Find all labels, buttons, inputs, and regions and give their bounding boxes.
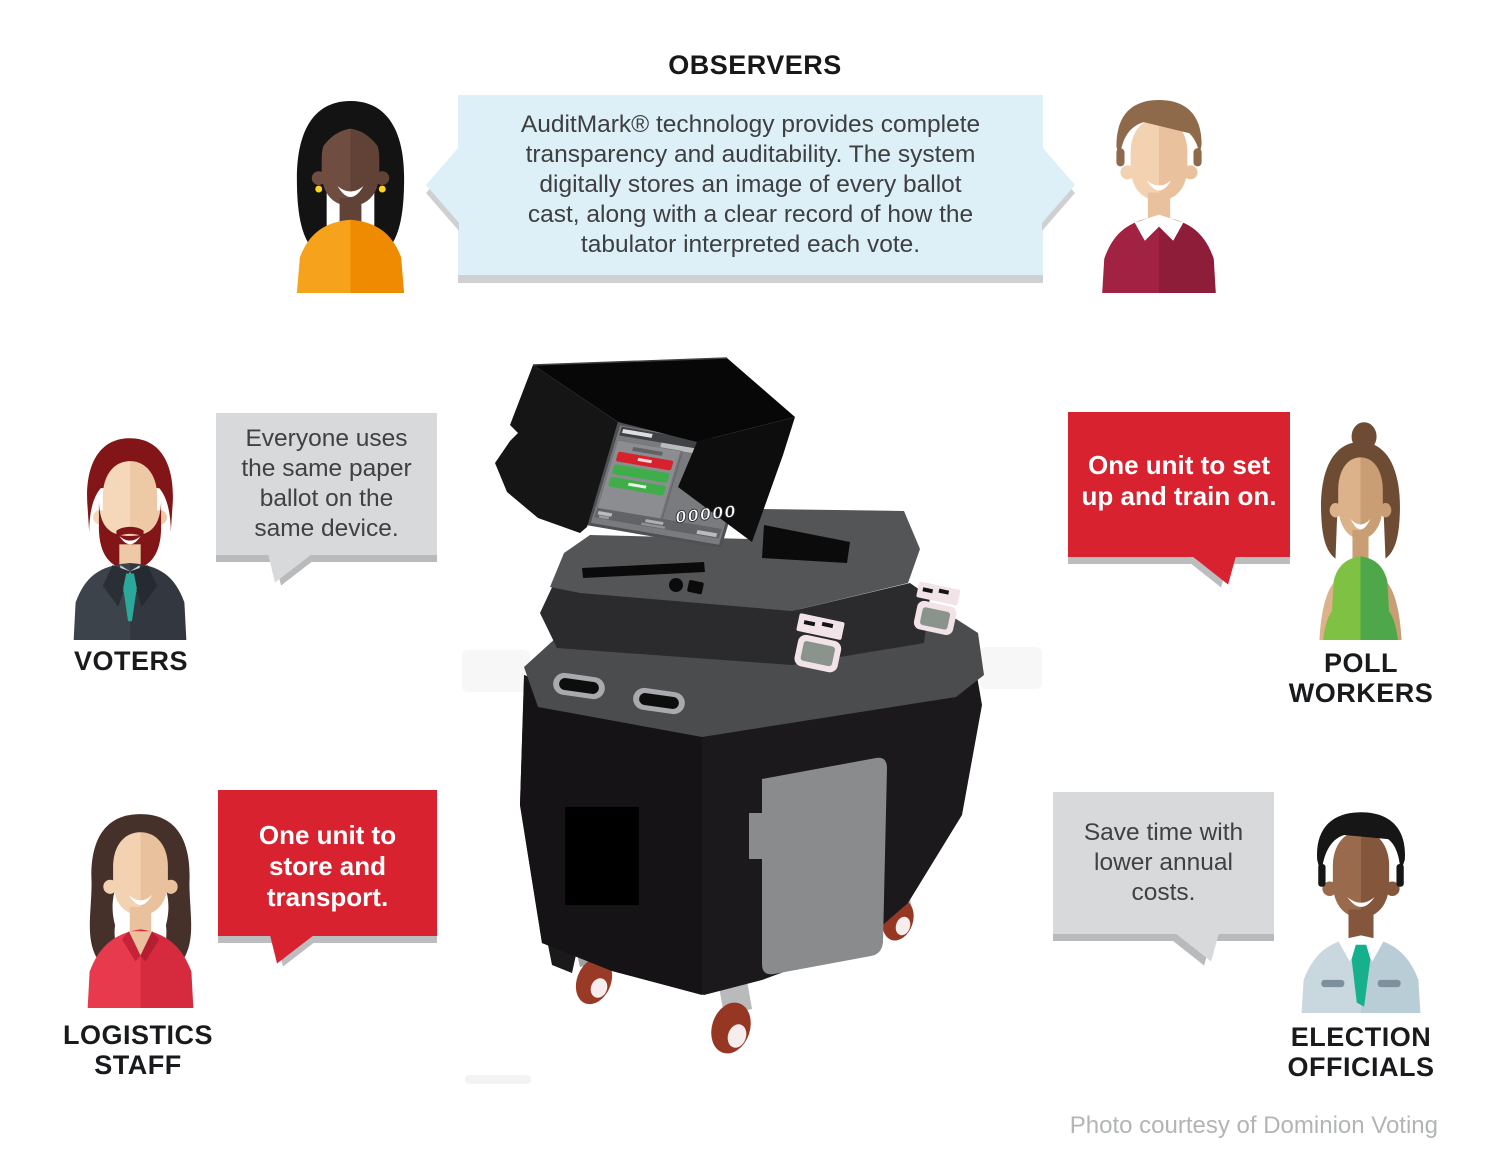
bubble-line: digitally stores an image of every ballo… [539, 171, 962, 198]
bubble-tail [270, 935, 314, 964]
bubble-line: One unit to set [1088, 450, 1270, 480]
bubble-line: up and train on. [1081, 481, 1277, 511]
poll-workers-speech-bubble: One unit to set up and train on. [1068, 412, 1290, 588]
deck-button [669, 578, 683, 592]
top-deck [550, 509, 920, 611]
case-latch [794, 613, 845, 673]
bubble-line: AuditMark® technology provides complete [520, 111, 981, 138]
case-side-panel [749, 757, 887, 975]
voters-label: VOTERS [73, 646, 189, 676]
observer-woman-avatar [296, 100, 405, 293]
deck-port [687, 580, 704, 595]
voter-avatar [73, 438, 187, 640]
poll-worker-avatar [1319, 422, 1402, 640]
handle-recess [762, 525, 850, 563]
election-officials-speech-bubble: Save time with lower annual costs. [1053, 792, 1274, 966]
observer-man-avatar [1102, 100, 1216, 293]
bubble-line: transport. [266, 882, 389, 912]
case-vent-panel [565, 807, 639, 905]
voting-machine-illustration: 00000 [462, 357, 1042, 1084]
case-handle [633, 687, 685, 715]
bubble-line: same device. [254, 515, 399, 542]
observers-title: OBSERVERS [668, 50, 842, 80]
privacy-hood [495, 357, 795, 542]
voters-speech-bubble: Everyone uses the same paper ballot on t… [216, 413, 437, 586]
logistics-staff-speech-bubble: One unit to store and transport. [218, 790, 437, 967]
photo-background-patches [462, 647, 1042, 1084]
observers-speech-bubble: AuditMark® technology provides complete … [426, 95, 1075, 275]
bubble-line: tabulator interpreted each vote. [580, 231, 921, 258]
bubble-line: store and [268, 851, 387, 881]
poll-workers-label: POLL WORKERS [1288, 648, 1434, 708]
photo-credit: Photo courtesy of Dominion Voting [1069, 1112, 1438, 1139]
earring-right [378, 185, 386, 193]
ballot-slot [582, 562, 705, 578]
bubble-tail [1192, 556, 1236, 585]
bubble-line: One unit to [258, 820, 397, 850]
case-handle [553, 672, 605, 700]
bubble-tail [268, 554, 312, 583]
bubble-line: the same paper [241, 455, 412, 482]
case-latch [913, 581, 961, 635]
logistics-staff-avatar [87, 814, 194, 1008]
election-official-avatar [1301, 812, 1421, 1013]
election-officials-label: ELECTION OFFICIALS [1287, 1022, 1435, 1082]
bubble-line: Everyone uses [245, 425, 408, 452]
bubble-line: cast, along with a clear record of how t… [527, 201, 974, 228]
bubble-line: ballot on the [259, 485, 394, 512]
bubble-line: Save time with [1083, 819, 1244, 846]
bubble-line: transparency and auditability. The syste… [525, 141, 976, 168]
earring-left [315, 185, 323, 193]
logistics-staff-label: LOGISTICS STAFF [62, 1020, 213, 1080]
screen-green-button [612, 464, 670, 483]
bubble-line: lower annual [1094, 849, 1233, 876]
bubble-line: costs. [1131, 879, 1196, 906]
